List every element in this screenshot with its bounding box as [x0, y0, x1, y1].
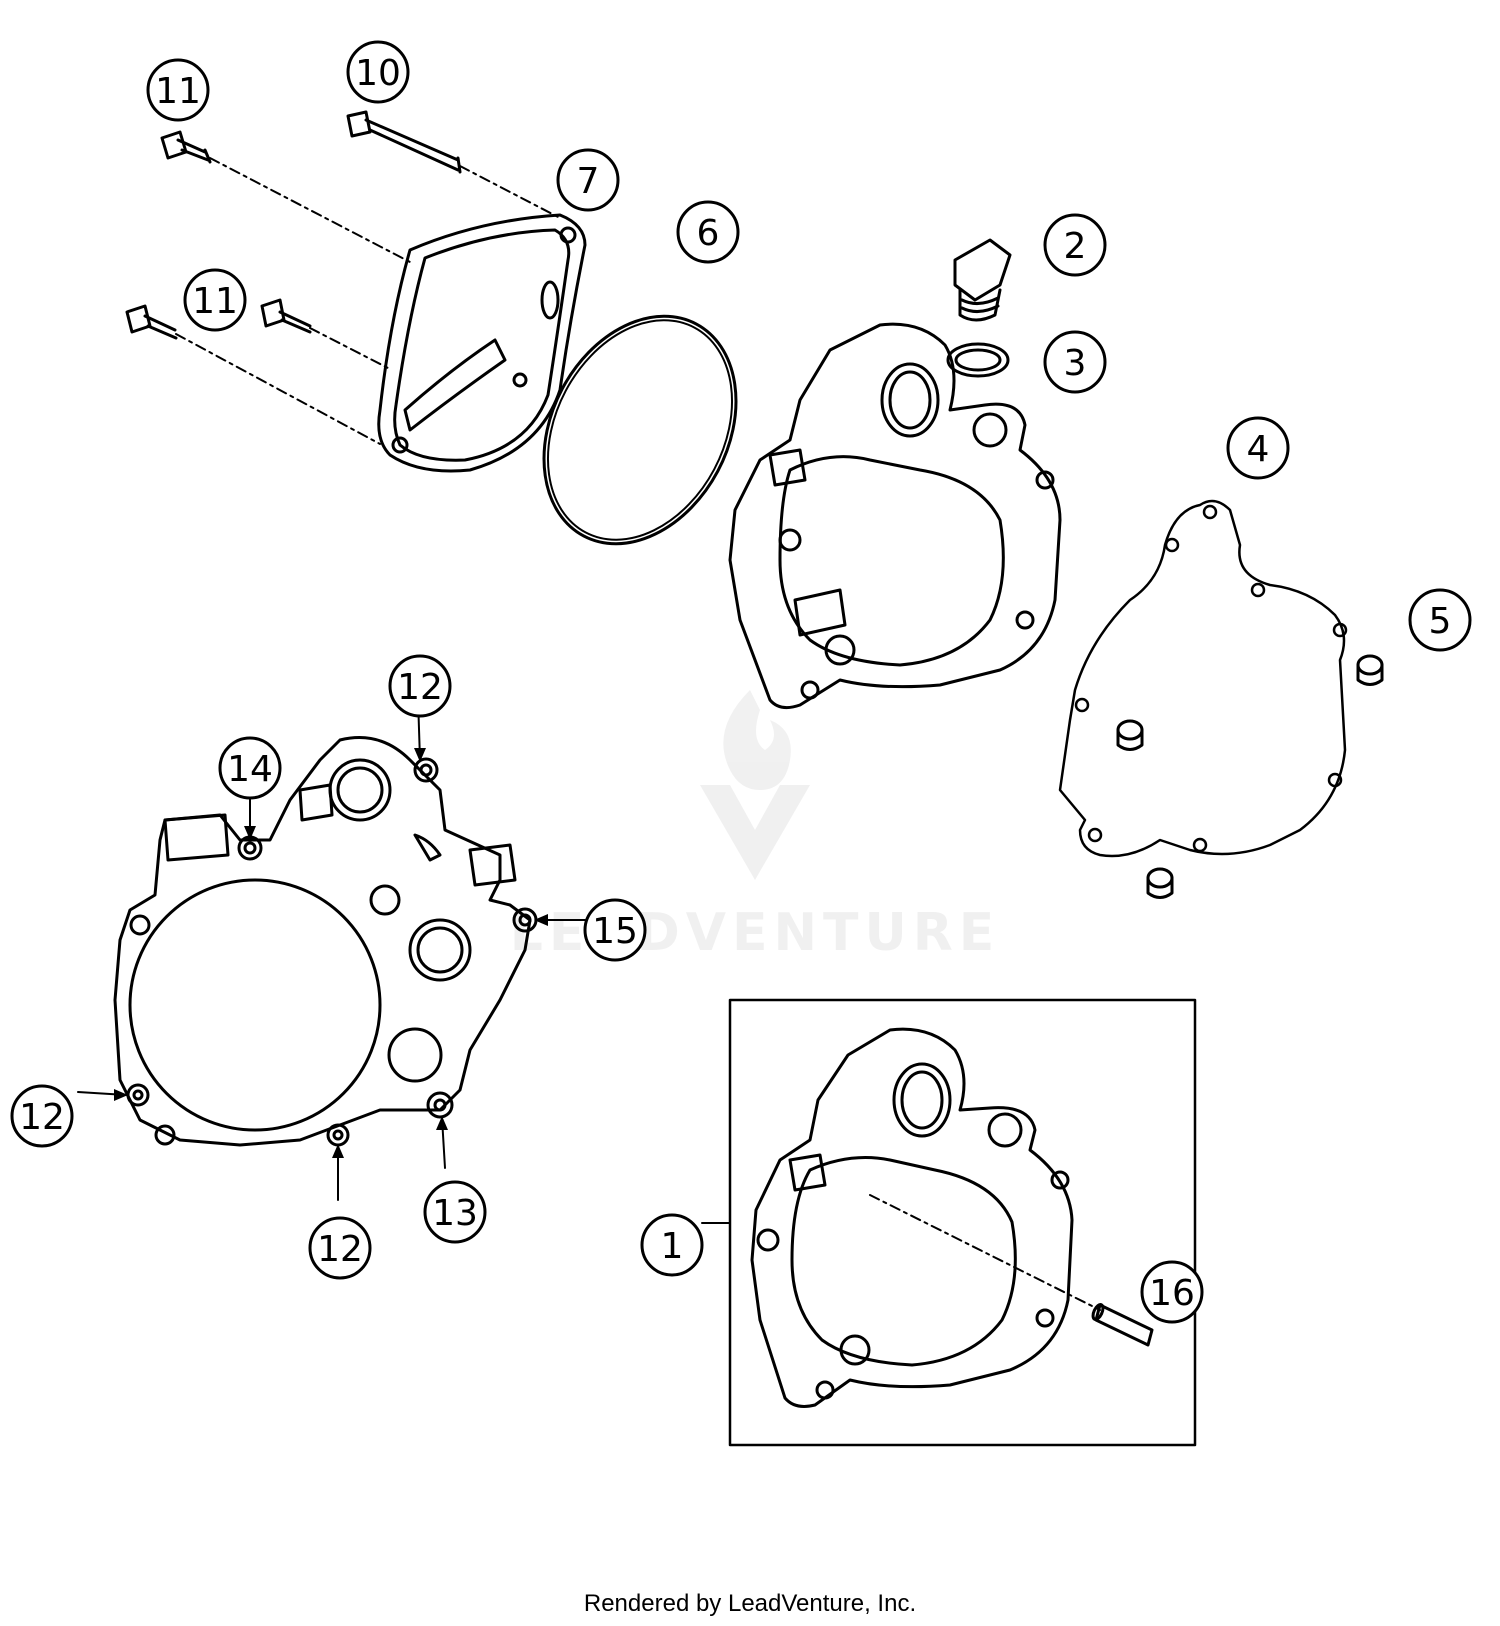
dowel-pin	[1116, 719, 1144, 751]
callout-13: 13	[423, 1180, 487, 1244]
o-ring-6	[542, 314, 738, 546]
callout-2: 2	[1043, 213, 1107, 277]
axis-line	[209, 157, 411, 263]
bolt-11-upper	[160, 130, 212, 164]
callout-11-top: 11	[146, 58, 210, 122]
bolt-10	[346, 110, 462, 174]
dowel-pin-5	[1356, 654, 1384, 686]
axis-line	[309, 327, 389, 369]
callout-12-top: 12	[388, 654, 452, 718]
svg-text:11: 11	[192, 281, 238, 322]
bolt-11-lower-left	[125, 304, 178, 340]
svg-text:10: 10	[355, 53, 401, 94]
callout-11-mid: 11	[183, 268, 247, 332]
axis-line	[459, 165, 561, 219]
svg-text:1: 1	[661, 1226, 684, 1267]
callout-4: 4	[1226, 416, 1290, 480]
outer-clutch-cover	[113, 736, 532, 1147]
svg-text:11: 11	[155, 71, 201, 112]
svg-text:4: 4	[1247, 429, 1270, 470]
svg-text:7: 7	[577, 161, 600, 202]
gasket-4	[1058, 499, 1348, 858]
bolt-head-12-bottom	[326, 1123, 350, 1147]
housing-assembly-1	[750, 1027, 1074, 1408]
svg-text:12: 12	[19, 1097, 65, 1138]
svg-text:14: 14	[227, 749, 273, 790]
callout-12-left: 12	[10, 1084, 74, 1148]
dowel-16	[1091, 1303, 1154, 1347]
svg-text:13: 13	[432, 1193, 478, 1234]
axis-line	[175, 333, 381, 445]
svg-text:15: 15	[592, 911, 638, 952]
svg-text:2: 2	[1064, 226, 1087, 267]
render-credit: Rendered by LeadVenture, Inc.	[583, 1590, 917, 1617]
callout-1: 1	[640, 1213, 704, 1277]
bolt-head-12-top	[413, 757, 439, 783]
svg-text:3: 3	[1064, 343, 1087, 384]
oil-plug-2	[953, 238, 1012, 322]
callout-5: 5	[1408, 588, 1472, 652]
clutch-cover-housing	[728, 322, 1062, 710]
callout-12-bottom: 12	[308, 1216, 372, 1280]
callout-10: 10	[346, 40, 410, 104]
cover-7	[377, 213, 587, 473]
svg-text:16: 16	[1149, 1273, 1195, 1314]
leadventure-watermark: LEADVENTURE	[510, 690, 1001, 963]
bolt-head-12-left	[126, 1083, 150, 1107]
callout-15: 15	[583, 898, 647, 962]
watermark-text: LEADVENTURE	[510, 903, 1001, 963]
seal-ring-3	[946, 342, 1010, 378]
leader-arrows	[114, 748, 548, 1158]
callout-3: 3	[1043, 330, 1107, 394]
bolt-head-13	[426, 1091, 454, 1119]
svg-text:12: 12	[397, 667, 443, 708]
callout-6: 6	[676, 200, 740, 264]
exploded-parts-diagram: LEADVENTURE	[10, 40, 1472, 1447]
callout-14: 14	[218, 736, 282, 800]
callout-16: 16	[1140, 1260, 1204, 1324]
svg-text:12: 12	[317, 1229, 363, 1270]
svg-text:6: 6	[697, 213, 720, 254]
callout-7: 7	[556, 148, 620, 212]
axis-line	[869, 1194, 1101, 1311]
bolt-11-lower-right	[260, 298, 312, 334]
svg-text:5: 5	[1429, 601, 1452, 642]
dowel-pin	[1146, 867, 1174, 899]
